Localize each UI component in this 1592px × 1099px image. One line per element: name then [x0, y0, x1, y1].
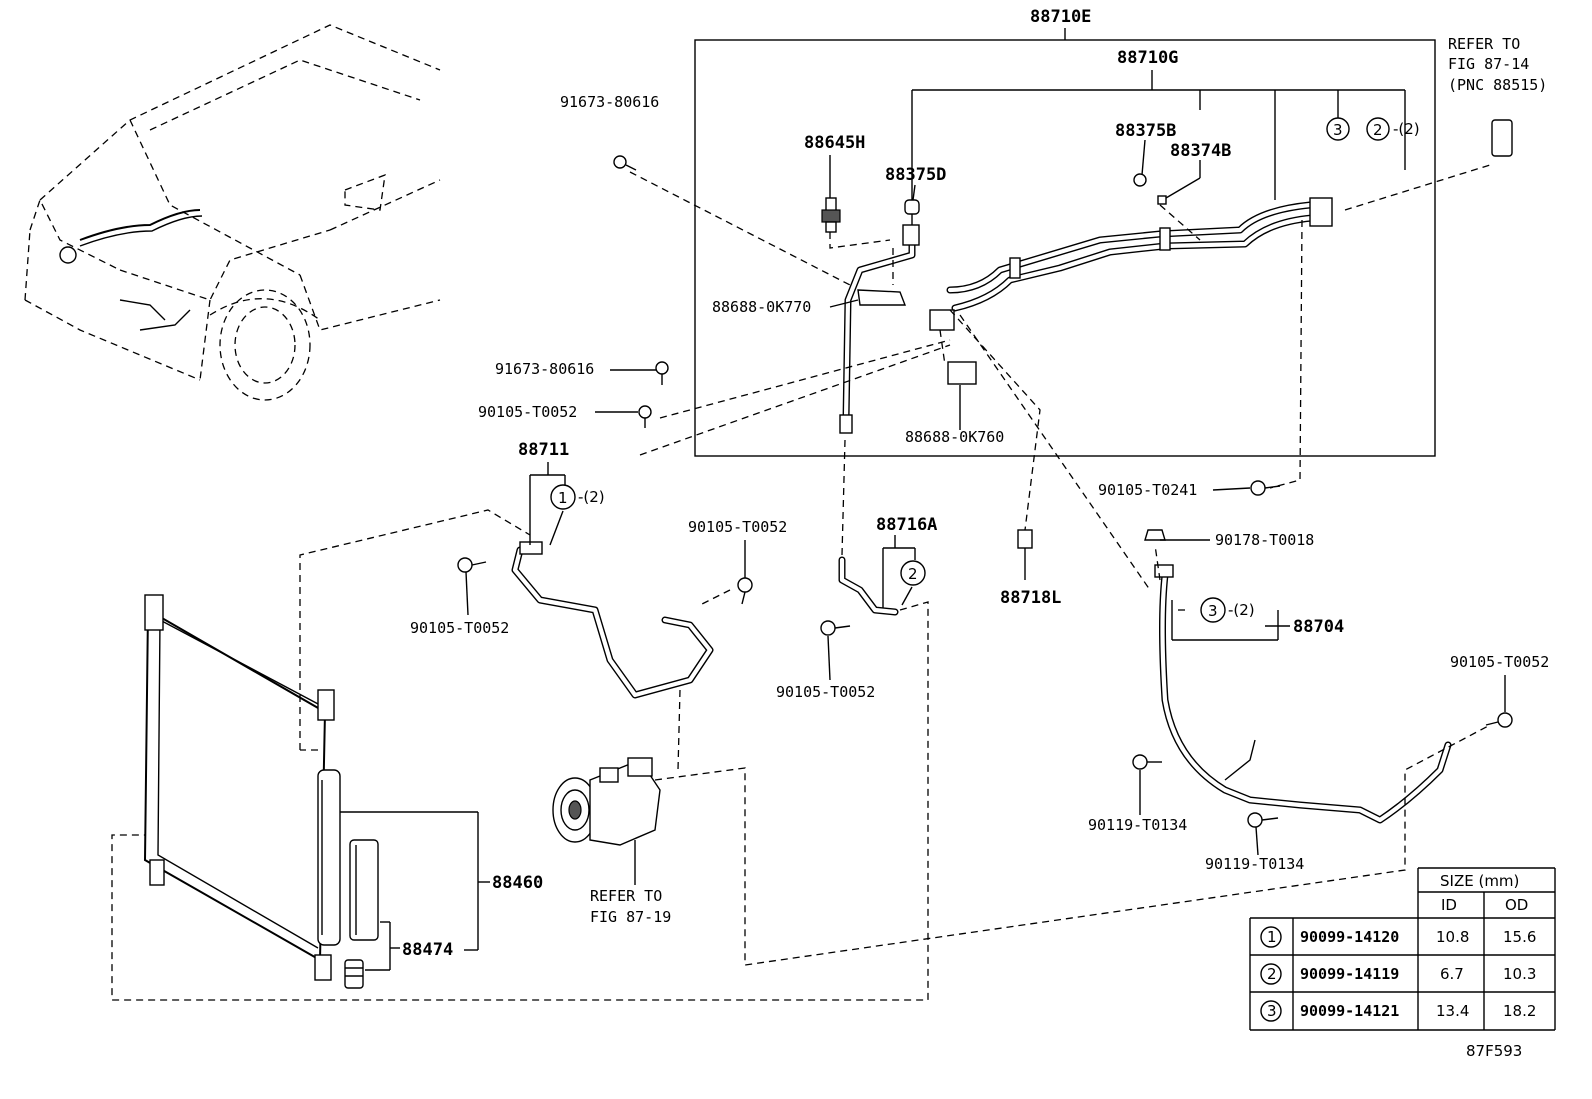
- refer-note-top-line2: FIG 87-14: [1448, 55, 1529, 73]
- part-label-88710E: 88710E: [1030, 7, 1091, 27]
- refer-note-top-line3: (PNC 88515): [1448, 76, 1547, 94]
- part-label-88374B: 88374B: [1170, 141, 1231, 161]
- part-label-91673-mid: 91673-80616: [495, 360, 594, 378]
- size-table-row3-part: 90099-14121: [1300, 1002, 1399, 1020]
- pipe-88710G-main: [946, 197, 1333, 312]
- small-parts: [457, 119, 1513, 828]
- part-label-88688-0K760: 88688-0K760: [905, 428, 1004, 446]
- part-label-90105-T0052-d: 90105-T0052: [776, 683, 875, 701]
- part-label-88711: 88711: [518, 440, 569, 460]
- hose-88704: [1154, 564, 1452, 824]
- callout-3-mid-qty: -(2): [1228, 601, 1255, 619]
- part-label-88718L: 88718L: [1000, 588, 1061, 608]
- size-table-row1-num: 1: [1267, 928, 1277, 946]
- part-label-88375B: 88375B: [1115, 121, 1176, 141]
- part-labels: 91673-80616 88645H 88375D 88375B 88374B …: [402, 93, 1549, 960]
- callout-1: 1: [558, 489, 568, 507]
- pipe-88716A-lower: [838, 556, 899, 616]
- refer-note-top-line1: REFER TO: [1448, 35, 1520, 53]
- drier-88474: [344, 839, 379, 989]
- callout-3-top: 3: [1333, 121, 1343, 139]
- part-label-88460: 88460: [492, 873, 543, 893]
- size-table: SIZE (mm) ID OD 1 90099-14120 10.8 15.6 …: [1249, 867, 1556, 1031]
- condenser-88460: [143, 594, 341, 981]
- callout-3-mid: 3: [1208, 602, 1218, 620]
- size-table-row1-part: 90099-14120: [1300, 928, 1399, 946]
- part-label-88704: 88704: [1293, 617, 1344, 637]
- callout-1-qty: -(2): [578, 488, 605, 506]
- connection-lines: [111, 164, 1491, 1001]
- size-table-row3-od: 18.2: [1503, 1002, 1536, 1020]
- diagram-id: 87F593: [1466, 1042, 1522, 1060]
- size-table-row2-od: 10.3: [1503, 965, 1536, 983]
- part-label-90119-T0134-b: 90119-T0134: [1205, 855, 1304, 873]
- part-label-90178-T0018: 90178-T0018: [1215, 531, 1314, 549]
- compressor: [552, 757, 661, 846]
- part-label-90105-T0052-e: 90105-T0052: [1450, 653, 1549, 671]
- size-table-col-id: ID: [1441, 896, 1457, 914]
- part-label-88688-0K770: 88688-0K770: [712, 298, 811, 316]
- size-table-row3-num: 3: [1267, 1002, 1277, 1020]
- size-table-row3-id: 13.4: [1436, 1002, 1469, 1020]
- part-label-90105-T0241: 90105-T0241: [1098, 481, 1197, 499]
- assembly-box-88710E: 88710E: [694, 7, 1436, 457]
- label-leaders: [340, 139, 1506, 971]
- part-label-88474: 88474: [402, 940, 453, 960]
- vehicle-sketch: [24, 24, 441, 401]
- callout-2-mid: 2: [908, 565, 918, 583]
- part-label-88710G: 88710G: [1117, 48, 1178, 68]
- size-table-row2-id: 6.7: [1440, 965, 1464, 983]
- size-table-row1-id: 10.8: [1436, 928, 1469, 946]
- size-table-row2-num: 2: [1267, 965, 1277, 983]
- pipe-88711: [511, 541, 714, 699]
- size-table-row2-part: 90099-14119: [1300, 965, 1399, 983]
- part-label-91673-top: 91673-80616: [560, 93, 659, 111]
- assembly-bracket-88710G: 88710G: [911, 48, 1406, 225]
- part-label-90119-T0134-a: 90119-T0134: [1088, 816, 1187, 834]
- size-table-row1-od: 15.6: [1503, 928, 1536, 946]
- part-label-88645H: 88645H: [804, 133, 865, 153]
- callout-2-top: 2: [1373, 121, 1383, 139]
- refer-note-compressor-line1: REFER TO: [590, 887, 662, 905]
- pipe-88716A: [839, 224, 920, 434]
- refer-note-compressor-line2: FIG 87-19: [590, 908, 671, 926]
- callout-2-top-qty: -(2): [1393, 120, 1420, 138]
- size-table-title: SIZE (mm): [1440, 872, 1519, 890]
- reference-notes: REFER TO FIG 87-14 (PNC 88515) REFER TO …: [590, 35, 1547, 926]
- size-table-col-od: OD: [1505, 896, 1528, 914]
- part-label-88716A: 88716A: [876, 515, 937, 535]
- part-label-90105-T0052-b: 90105-T0052: [688, 518, 787, 536]
- part-label-90105-T0052-c: 90105-T0052: [410, 619, 509, 637]
- callouts: 3 2 -(2) 1 -(2) 2 3 -(2): [550, 117, 1420, 623]
- part-label-88375D: 88375D: [885, 165, 946, 185]
- part-label-90105-T0052-a: 90105-T0052: [478, 403, 577, 421]
